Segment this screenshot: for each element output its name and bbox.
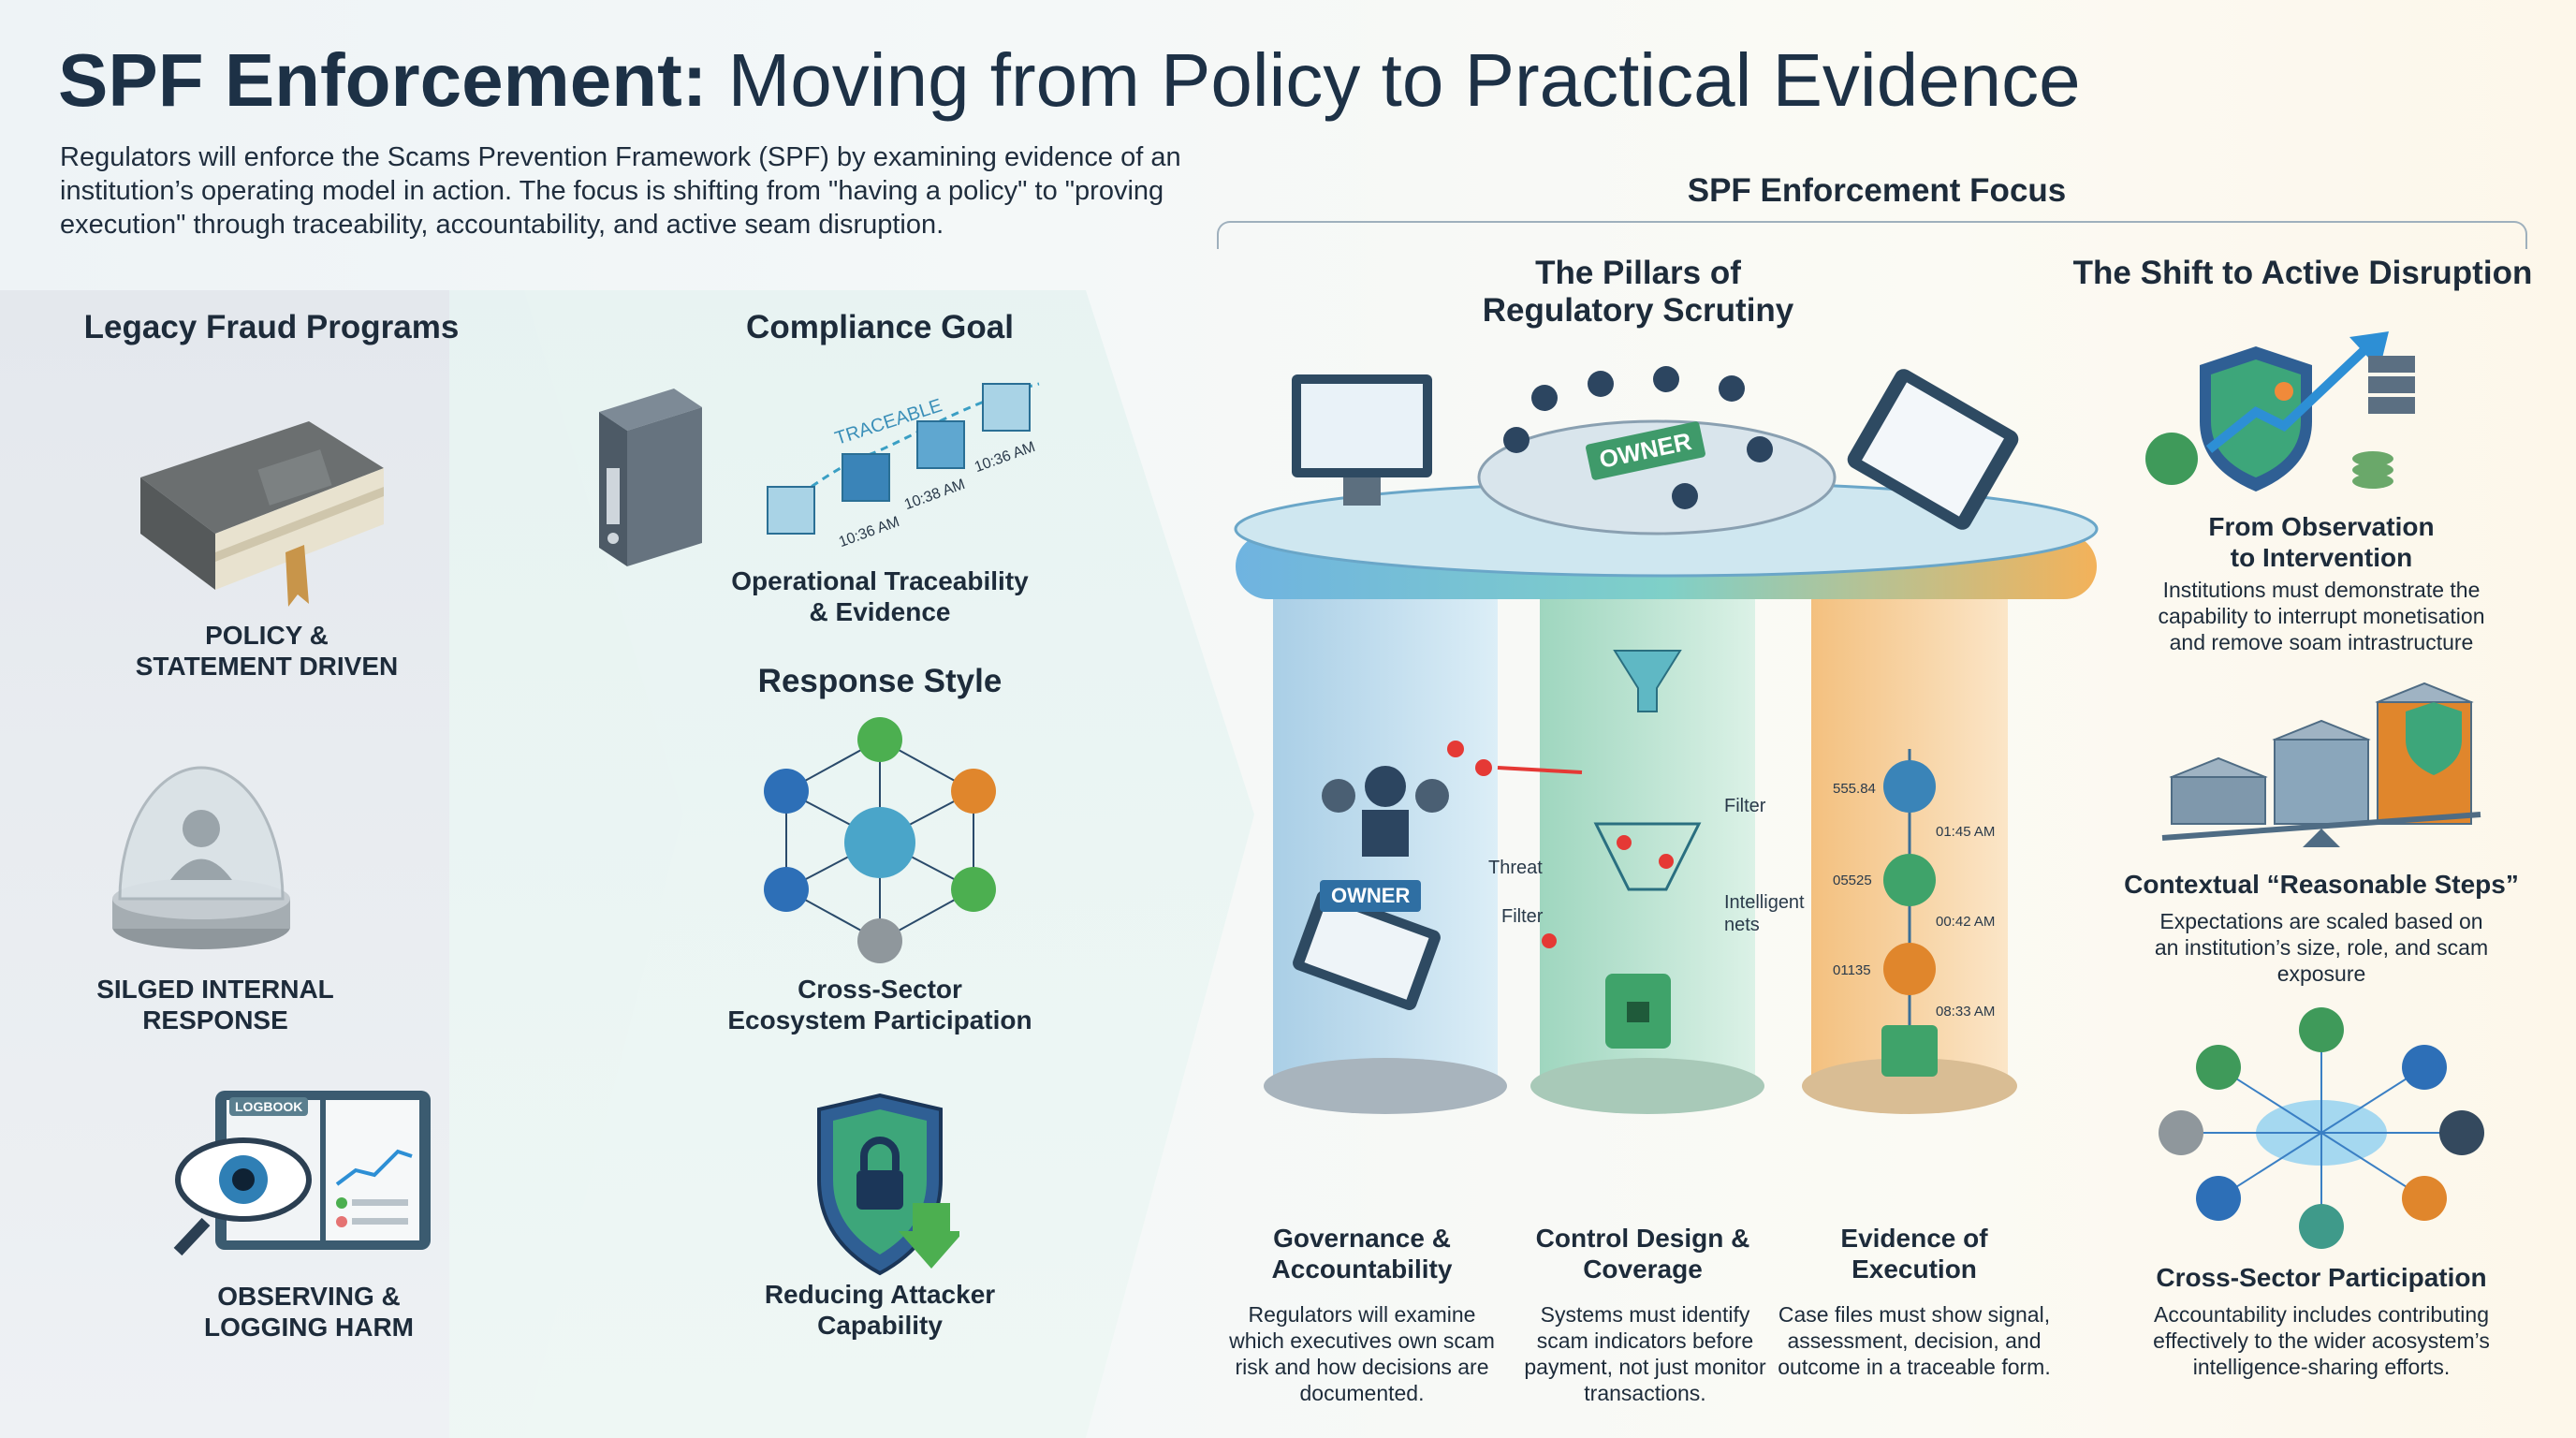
compliance-title: Compliance Goal (746, 309, 1014, 345)
shift-item-cross-sector-title: Cross-Sector Participation (2156, 1263, 2487, 1292)
binder-icon (599, 389, 702, 566)
intelligent-nets-label: Intelligent nets (1724, 892, 1805, 935)
cross-sector-caption: Cross-Sector Ecosystem Participation (727, 975, 1032, 1034)
filter-left-label: Filter (1501, 906, 1544, 927)
pillars-illustration (1234, 366, 2099, 1114)
owner-badge: OWNER (1320, 880, 1422, 912)
shift-item-intervention-title: From Observation to Intervention (2208, 512, 2435, 572)
evidence-code-2: 05525 (1833, 873, 1872, 888)
traceability-caption: Operational Traceability & Evidence (731, 566, 1029, 626)
pillar-evidence-title: Evidence of Execution (1840, 1224, 1988, 1284)
shift-item-cross-sector-desc: Accountability includes contributing eff… (2153, 1302, 2490, 1379)
legacy-item-siloed: SILGED INTERNAL RESPONSE (96, 975, 334, 1034)
reducing-caption: Reducing Attacker Capability (764, 1280, 996, 1340)
pillar-governance-title: Governance & Accountability (1271, 1224, 1453, 1284)
ecosystem-network-icon (2159, 1007, 2484, 1249)
logbook-eye-icon (173, 1091, 431, 1256)
response-style-title: Response Style (757, 663, 1003, 699)
glass-dome-icon (112, 766, 290, 949)
legacy-item-policy: POLICY & STATEMENT DRIVEN (135, 621, 399, 681)
pillar-governance-desc: Regulators will examine which executives… (1229, 1302, 1495, 1405)
shift-item-reasonable-title: Contextual “Reasonable Steps” (2124, 870, 2519, 899)
pillar-evidence-desc: Case files must show signal, assessment,… (1778, 1302, 2051, 1379)
evidence-code-1: 555.84 (1833, 781, 1876, 797)
threat-label: Threat (1488, 858, 1543, 878)
old-book-icon (140, 421, 384, 607)
network-icon (764, 717, 996, 963)
focus-title: SPF Enforcement Focus (1687, 172, 2067, 209)
evidence-time-1: 01:45 AM (1936, 824, 1996, 840)
shift-item-reasonable-desc: Expectations are scaled based on an inst… (2154, 909, 2489, 986)
focus-bracket (1217, 221, 2527, 249)
shift-item-intervention-desc: Institutions must demonstrate the capabi… (2158, 578, 2485, 654)
shift-title: The Shift to Active Disruption (2072, 255, 2533, 291)
page-title: SPF Enforcement: Moving from Policy to P… (58, 38, 2081, 122)
evidence-time-2: 00:42 AM (1936, 914, 1996, 930)
legacy-item-observing: OBSERVING & LOGGING HARM (204, 1282, 414, 1342)
intro-text: Regulators will enforce the Scams Preven… (60, 142, 1181, 240)
shield-lock-icon (817, 1093, 959, 1276)
logbook-label: LOGBOOK (229, 1097, 309, 1116)
disruption-icon (2145, 331, 2415, 492)
traceable-chain-icon (767, 382, 1040, 535)
filter-top-label: Filter (1724, 796, 1766, 816)
legacy-title: Legacy Fraud Programs (83, 309, 460, 345)
scaled-institutions-icon (2161, 682, 2481, 847)
pillar-control-title: Control Design & Coverage (1535, 1224, 1750, 1284)
evidence-time-3: 08:33 AM (1936, 1004, 1996, 1020)
evidence-code-3: 01135 (1833, 962, 1871, 978)
pillar-control-desc: Systems must identify scam indicators be… (1524, 1302, 1766, 1405)
pillars-title: The Pillars of Regulatory Scrutiny (1482, 255, 1794, 329)
